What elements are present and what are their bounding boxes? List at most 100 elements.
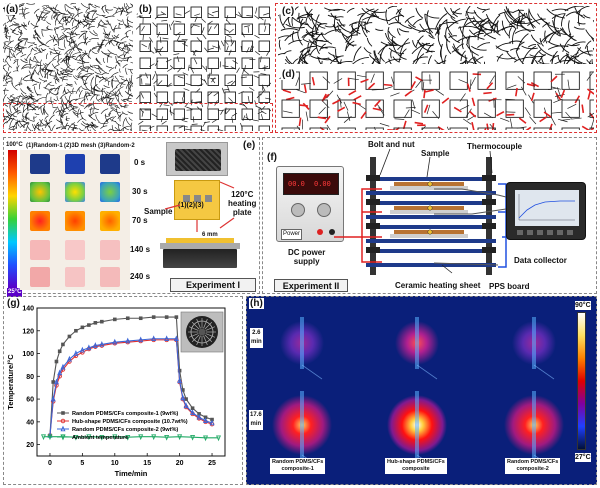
data-point — [54, 359, 59, 364]
data-collector — [506, 182, 586, 240]
data-point — [60, 434, 66, 441]
thermal-label-random-2: Random PDMS/CFs composite-2 — [505, 458, 561, 474]
y-tick-label: 60 — [26, 397, 34, 404]
y-tick-label: 100 — [22, 351, 34, 358]
thermal-colorbar-top: 90°C — [575, 301, 591, 310]
data-point — [138, 434, 144, 441]
series-0 — [48, 315, 214, 438]
y-tick-label: 80 — [26, 374, 34, 381]
data-point — [60, 418, 66, 424]
y-axis-label: Temperature/°C — [6, 354, 15, 410]
data-point — [138, 336, 144, 343]
data-point — [66, 355, 72, 362]
collector-screen-graph — [518, 194, 575, 221]
sample-photo — [166, 142, 228, 176]
time-label-30s: 30 s — [132, 187, 148, 196]
data-point — [61, 342, 65, 347]
data-collector-label: Data collector — [514, 256, 567, 265]
series-line — [43, 436, 219, 439]
data-point — [190, 406, 195, 410]
sample-1-0s — [30, 154, 50, 174]
bolt-nut-label: Bolt and nut — [368, 140, 415, 149]
panel-label-e: (e) — [242, 140, 257, 151]
data-point — [57, 369, 63, 376]
thermal-colorbar — [577, 312, 586, 450]
data-point — [164, 315, 169, 319]
fiber-random-zoom-image — [278, 6, 594, 64]
sample-3-0s — [100, 154, 120, 174]
dc-power-label: DC power supply — [288, 248, 326, 266]
legend-label: Random PDMS/CFs composite-1 (9wt%) — [72, 411, 178, 417]
data-point — [86, 434, 92, 441]
sample-2-240s — [65, 267, 85, 287]
panel-label-b: (b) — [138, 4, 153, 15]
sample-1-70s — [30, 211, 50, 231]
data-point — [173, 335, 179, 341]
panel-label-a: (a) — [5, 4, 20, 15]
legend-label: Ambient temperature — [72, 435, 128, 441]
data-point — [183, 402, 189, 409]
temperature-colorbar — [8, 150, 17, 288]
sample-1-30s — [30, 182, 50, 202]
data-point — [50, 395, 56, 402]
thermal-sample-0-0 — [280, 317, 324, 380]
panel-e-frame — [3, 137, 260, 294]
x-tick-label: 0 — [48, 460, 52, 467]
panel-label-h: (h) — [249, 298, 264, 309]
y-tick-label: 140 — [22, 306, 34, 313]
heating-plate-device — [160, 238, 240, 270]
data-point — [67, 334, 72, 339]
power-button: Power — [281, 229, 303, 240]
sample-2-0s — [65, 154, 85, 174]
highlight-box-ab — [3, 103, 273, 133]
data-point — [73, 350, 79, 356]
panel-label-g: (g) — [6, 298, 21, 309]
data-point — [60, 363, 66, 370]
fiber-mesh-zoom-image — [278, 68, 594, 130]
data-point — [99, 341, 105, 347]
fiber-mesh-image — [136, 3, 271, 131]
data-point — [51, 380, 56, 384]
data-point — [73, 434, 79, 441]
y-tick-label: 120 — [22, 328, 34, 335]
data-point — [99, 434, 105, 441]
thermal-sample-0-2 — [512, 317, 556, 380]
sample-label: Sample — [144, 207, 173, 216]
panel-label-c: (c) — [281, 6, 296, 17]
data-point — [151, 434, 157, 441]
power-knob-left — [291, 203, 305, 217]
x-tick-label: 10 — [111, 460, 119, 467]
time-label-2-6-min: 2.6 min — [250, 328, 263, 348]
sample-3-30s — [100, 182, 120, 202]
sample-label-f: Sample — [421, 149, 450, 158]
x-tick-label: 25 — [208, 460, 216, 467]
sample-numbers-label: (1)(2)(3) — [178, 202, 204, 209]
time-label-17-6-min: 17.6 min — [249, 410, 263, 430]
data-point — [190, 434, 196, 441]
power-terminal-black — [329, 229, 335, 235]
series-2 — [47, 335, 215, 438]
data-point — [48, 433, 52, 438]
x-tick-label: 5 — [80, 460, 84, 467]
x-tick-label: 15 — [143, 460, 151, 467]
thermal-label-random-1: Random PDMS/CFs composite-1 — [270, 458, 326, 474]
data-point — [164, 335, 170, 341]
sample-2-30s — [65, 182, 85, 202]
legend-label: Random PDMS/CFs composite-2 (9wt%) — [72, 427, 178, 433]
data-point — [177, 377, 183, 384]
data-point — [125, 316, 130, 321]
data-point — [112, 317, 117, 322]
data-point — [184, 397, 188, 401]
data-point — [216, 435, 222, 442]
data-point — [47, 434, 53, 441]
thermocouple-label: Thermocouple — [467, 142, 523, 151]
thermal-colorbar-bottom: 27°C — [575, 453, 591, 462]
data-collector-screen — [515, 190, 579, 226]
colorbar-bottom-label: 25°C — [7, 288, 23, 297]
legend-label: Hub-shape PDMS/CFs composite (10.7wt%) — [72, 419, 188, 425]
data-point — [151, 315, 156, 319]
y-tick-label: 20 — [26, 442, 34, 449]
data-point — [92, 342, 98, 348]
data-point — [164, 434, 170, 441]
time-label-0s: 0 s — [134, 158, 146, 167]
